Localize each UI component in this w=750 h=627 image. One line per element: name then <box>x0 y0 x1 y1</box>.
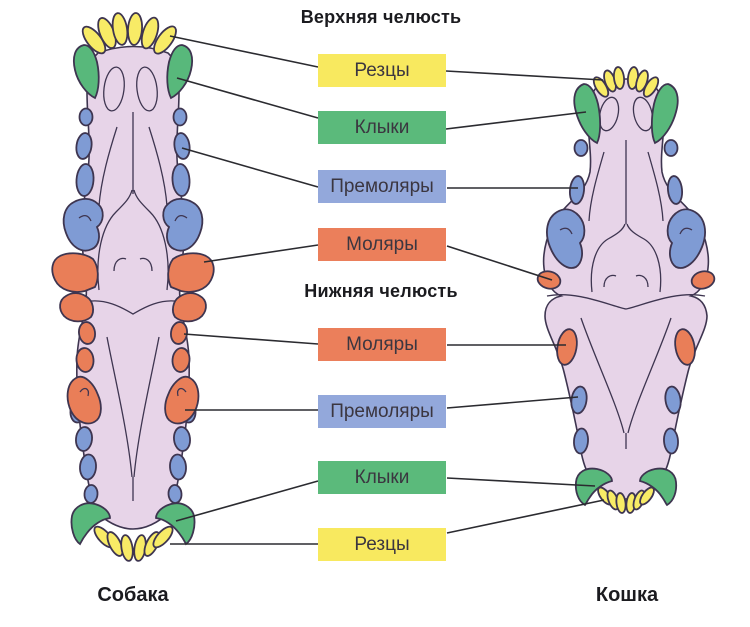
tooth <box>573 83 602 145</box>
connector-upper-molars-dog <box>203 244 319 263</box>
dog-skull <box>51 12 215 562</box>
tooth <box>570 385 588 415</box>
dog-palate-curve <box>97 189 133 291</box>
cat-jaw-junction-line <box>546 294 706 310</box>
connector-lower-premolars-cat <box>446 396 579 409</box>
dog-mandible-line <box>106 336 133 478</box>
legend-box-upper-molars: Моляры <box>318 228 446 261</box>
connector-upper-canines-cat <box>445 111 587 130</box>
cat-premolar-teeth <box>546 139 589 455</box>
tooth <box>546 208 586 269</box>
tooth <box>106 531 124 557</box>
dog-jaw-junction-line <box>84 300 182 315</box>
cat-skull <box>536 66 718 514</box>
cat-muzzle-line <box>647 151 664 222</box>
legend-box-upper-premolars: Премоляры <box>318 170 446 203</box>
cat-muzzle-line <box>588 151 605 222</box>
dog-skull-inner-lines <box>84 66 182 501</box>
cat-left-side-teeth <box>536 83 613 507</box>
connector-lower-incisors-cat <box>446 499 605 534</box>
cat-palate-curl <box>603 274 617 288</box>
connector-upper-canines-dog <box>176 77 319 119</box>
connector-lower-molars-dog <box>183 333 319 345</box>
connector-upper-premolars-dog <box>181 147 319 188</box>
dog-molar-teeth <box>51 252 102 425</box>
tooth <box>111 12 129 46</box>
tooth <box>612 66 626 90</box>
upper-jaw-heading: Верхняя челюсть <box>300 7 462 27</box>
tooth <box>59 292 94 323</box>
tooth <box>72 44 100 100</box>
tooth <box>62 197 104 252</box>
tooth <box>81 25 107 55</box>
dog-canine-teeth <box>70 44 111 546</box>
tooth <box>79 453 97 481</box>
tooth <box>153 25 177 55</box>
tooth <box>642 76 660 98</box>
legend-box-lower-incisors: Резцы <box>318 528 446 561</box>
cat-lower-incisors <box>597 486 655 514</box>
legend-box-lower-premolars: Премоляры <box>318 395 446 428</box>
cat-palate-curve <box>590 223 626 293</box>
connector-upper-incisors-cat <box>445 70 604 81</box>
dog-palate-curve <box>133 189 169 291</box>
legend-box-upper-incisors: Резцы <box>318 54 446 87</box>
dog-upper-incisors <box>81 12 177 55</box>
tooth <box>127 12 143 46</box>
tooth-detail <box>79 387 90 397</box>
tooth <box>75 347 95 373</box>
cat-skull-inner-lines <box>546 96 706 449</box>
cat-canine-teeth <box>573 83 613 507</box>
tooth-detail <box>78 214 92 222</box>
tooth <box>573 139 589 157</box>
dog-mandible-line <box>133 336 160 478</box>
legend-box-lower-canines: Клыки <box>318 461 446 494</box>
dog-muzzle-line <box>98 126 118 207</box>
dog-premolar-teeth <box>62 107 104 504</box>
dog-palate-curl <box>113 257 127 272</box>
cat-caption: Кошка <box>595 584 659 606</box>
connector-lines <box>169 35 605 545</box>
legend-box-upper-canines: Клыки <box>318 111 446 144</box>
tooth <box>78 321 96 345</box>
tooth <box>573 427 589 455</box>
tooth <box>66 375 102 425</box>
tooth <box>75 132 93 160</box>
dog-muzzle-line <box>148 126 168 207</box>
dog-palatine-hole <box>136 66 158 112</box>
cat-upper-incisors <box>592 66 660 98</box>
connector-upper-incisors-dog <box>169 35 319 68</box>
tooth <box>152 525 174 549</box>
cat-mandible-line <box>580 317 625 434</box>
tooth <box>615 492 627 514</box>
cat-palate-curve <box>626 223 662 293</box>
tooth <box>75 163 95 197</box>
cat-mandible-line <box>627 317 672 434</box>
dog-palate-curl <box>139 257 153 272</box>
dog-left-side-teeth <box>51 44 111 546</box>
connector-upper-molars-cat <box>446 245 553 281</box>
tooth <box>75 426 93 452</box>
connector-lower-canines-cat <box>446 477 596 487</box>
connector-lower-canines-dog <box>175 480 319 522</box>
tooth <box>536 270 562 290</box>
lower-jaw-heading: Нижняя челюсть <box>304 281 458 301</box>
tooth-detail <box>559 227 573 235</box>
tooth <box>78 107 94 127</box>
tooth <box>120 534 134 562</box>
legend-box-lower-molars: Моляры <box>318 328 446 361</box>
dog-caption: Собака <box>97 584 169 606</box>
tooth <box>568 175 586 205</box>
dog-palatine-hole <box>103 66 125 112</box>
tooth <box>83 484 99 504</box>
dog-lower-incisors <box>93 525 174 562</box>
tooth <box>51 252 99 293</box>
cat-palate-curl <box>635 274 649 288</box>
tooth <box>140 16 160 50</box>
cat-molar-teeth <box>536 270 578 366</box>
